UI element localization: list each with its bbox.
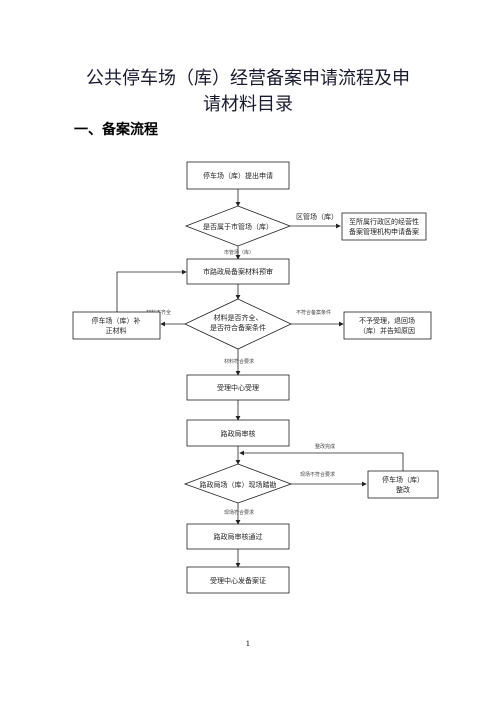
process-box-pre-review: [186, 258, 290, 285]
process-label: 路政局审核通过: [214, 532, 263, 541]
process-label: （库）并告知原因: [359, 326, 415, 335]
edge-label-site-ok: 现场符合要求: [224, 509, 254, 516]
decision-label: 路政局场（库）现场踏勘: [200, 480, 277, 489]
process-box-reject: [343, 311, 432, 340]
decision-label: 材料是否齐全、: [214, 313, 263, 322]
process-label: 受理中心受理: [217, 383, 259, 392]
edge-label-not-eligible: 不符合备案条件: [296, 309, 331, 316]
edge-label-site-not-ok: 现场不符合要求: [300, 471, 335, 478]
process-box-district-filing: [341, 212, 427, 241]
process-label: 停车场（库）提出申请: [203, 171, 273, 180]
connector: [239, 450, 404, 471]
process-label: 正材料: [106, 326, 127, 335]
section-heading: 一、备案流程: [74, 122, 158, 138]
process-label: 停车场（库）: [382, 475, 424, 484]
process-box-approved: [186, 523, 290, 550]
decision-label: 是否符合备案条件: [210, 323, 266, 332]
edge-label-meets-requirements: 材料符合要求: [224, 358, 254, 365]
process-label: 备案管理机构申请备案: [349, 227, 419, 236]
document-title-line1: 公共停车场（库）经营备案申请流程及申: [86, 68, 410, 89]
process-label: 停车场（库）补: [92, 316, 141, 325]
process-box-apply: [186, 161, 290, 190]
process-box-certificate: [186, 566, 290, 594]
edge-label-rectified: 整改完成: [315, 443, 335, 450]
process-label: 不予受理，退回场: [359, 316, 415, 325]
decision-is-city-managed: [184, 205, 292, 247]
decision-site-inspection: [183, 463, 293, 504]
process-label: 路政局审核: [221, 429, 256, 438]
decision-label: 是否属于市管场（库）: [203, 222, 273, 231]
decision-materials-complete: [184, 298, 292, 350]
connector: [116, 269, 187, 312]
edge-label-district: 区管场（库）: [296, 212, 338, 221]
process-box-rectify: [367, 470, 439, 499]
page-number: 1: [245, 640, 251, 648]
process-box-review: [186, 419, 290, 447]
process-box-supplement: [72, 311, 161, 340]
process-label: 整改: [396, 485, 410, 494]
process-box-acceptance: [186, 374, 290, 401]
document-title-line2: 请材料目录: [203, 94, 293, 115]
process-label: 至所属行政区的经营性: [349, 217, 419, 226]
process-label: 市路政局备案材料预审: [203, 267, 273, 276]
process-label: 受理中心发备案证: [210, 576, 266, 585]
edge-label-city: 市管场（库）: [224, 249, 254, 256]
